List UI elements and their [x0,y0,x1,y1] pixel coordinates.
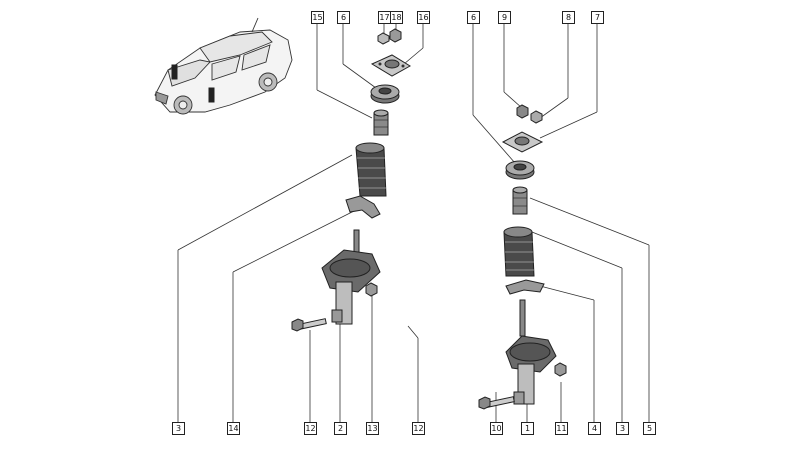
spring-seat-14 [345,195,381,219]
callout-10[interactable]: 10 [490,422,503,435]
nut-18 [389,28,402,43]
callout-6-left[interactable]: 6 [337,11,350,24]
strut-bearing-6-right [505,160,535,180]
callout-12-right[interactable]: 12 [412,422,425,435]
strut-bearing-6 [370,84,400,104]
spring-seat-4 [505,279,545,295]
left-strut-assembly [291,28,411,332]
nut-9 [516,104,529,119]
top-mount-plate-7 [501,131,544,153]
callout-2[interactable]: 2 [334,422,347,435]
callout-5[interactable]: 5 [643,422,656,435]
callout-18[interactable]: 18 [390,11,403,24]
shock-absorber-1 [505,299,557,405]
callout-12-left[interactable]: 12 [304,422,317,435]
dust-boot-3 [355,142,387,197]
nut-11 [554,362,567,377]
callout-3-right[interactable]: 3 [616,422,629,435]
nut-17 [377,32,390,45]
callout-13[interactable]: 13 [366,422,379,435]
nut-8 [530,110,543,124]
car-strut-marker-left [171,64,215,103]
callout-11[interactable]: 11 [555,422,568,435]
dust-boot-3-right [503,226,535,277]
callout-1[interactable]: 1 [521,422,534,435]
callout-7[interactable]: 7 [591,11,604,24]
car-illustration [154,17,293,115]
leader-lines [177,24,650,422]
callout-8[interactable]: 8 [562,11,575,24]
callout-4[interactable]: 4 [588,422,601,435]
bolt-10 [478,396,515,410]
nut-13 [365,282,378,297]
shock-absorber-2 [321,229,381,325]
bolt-12-left [291,318,327,332]
callout-16[interactable]: 16 [417,11,430,24]
bump-stop-15 [373,109,389,136]
callout-9[interactable]: 9 [498,11,511,24]
callout-14[interactable]: 14 [227,422,240,435]
bump-stop-5 [512,186,528,215]
callout-6-right[interactable]: 6 [467,11,480,24]
callout-3-left[interactable]: 3 [172,422,185,435]
top-mount-plate-16 [370,54,411,77]
callout-15[interactable]: 15 [311,11,324,24]
right-strut-assembly [478,104,567,410]
